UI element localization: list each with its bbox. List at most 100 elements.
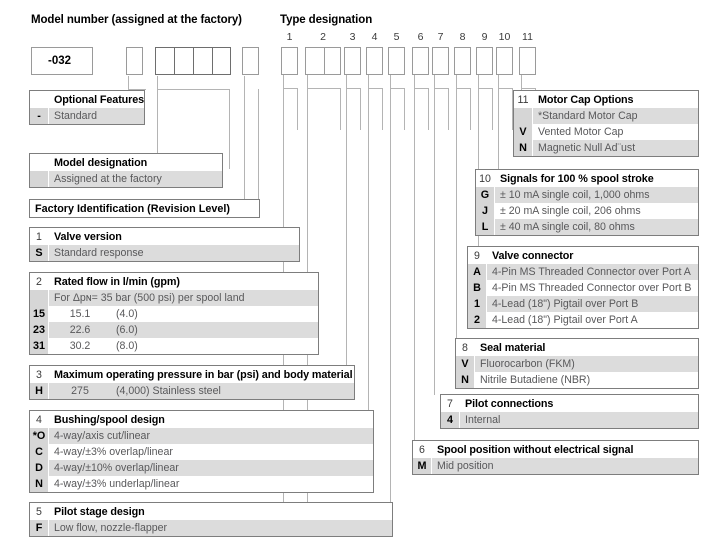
row-code: H bbox=[30, 383, 49, 399]
leader-line bbox=[512, 88, 513, 130]
leader-line bbox=[470, 88, 471, 130]
table-row[interactable]: 1 4-Lead (18") Pigtail over Port B bbox=[468, 296, 698, 312]
table-title: Pilot connections bbox=[460, 395, 698, 412]
table-title: Valve connector bbox=[487, 247, 698, 264]
row-value: 4-way/±10% overlap/linear bbox=[49, 460, 373, 476]
leader-line bbox=[128, 89, 146, 90]
table-row[interactable]: J ± 20 mA single coil, 206 ohms bbox=[476, 203, 698, 219]
row-code: L bbox=[476, 219, 495, 235]
table-row: Model designation bbox=[30, 154, 222, 171]
table-row: 11 Motor Cap Options bbox=[514, 91, 698, 108]
leader-line bbox=[346, 88, 360, 89]
row-code: C bbox=[30, 444, 49, 460]
leader-line bbox=[390, 88, 404, 89]
type-designation-box-5[interactable] bbox=[388, 47, 405, 75]
table-row[interactable]: H 275 (4,000) Stainless steel bbox=[30, 383, 354, 399]
row-code: N bbox=[30, 476, 49, 492]
table-row[interactable]: A 4-Pin MS Threaded Connector over Port … bbox=[468, 264, 698, 280]
table-row[interactable]: 4 Internal bbox=[441, 412, 698, 428]
table-row[interactable]: Assigned at the factory bbox=[30, 171, 222, 187]
value-imperial: (6.0) bbox=[116, 324, 138, 336]
model-number-box-code[interactable] bbox=[31, 47, 93, 75]
page-title-model-number: Model number (assigned at the factory) bbox=[31, 14, 242, 26]
type-designation-box-7[interactable] bbox=[432, 47, 449, 75]
row-values: 275 (4,000) Stainless steel bbox=[49, 383, 354, 399]
table-row: 1 Valve version bbox=[30, 228, 299, 245]
row-number: 2 bbox=[30, 273, 49, 290]
table-row[interactable]: S Standard response bbox=[30, 245, 299, 261]
table-row[interactable]: *O 4-way/axis cut/linear bbox=[30, 428, 373, 444]
leader-line bbox=[157, 89, 230, 90]
table-row: 9 Valve connector bbox=[468, 247, 698, 264]
row-number: 11 bbox=[514, 91, 533, 108]
row-number: 4 bbox=[30, 411, 49, 428]
table-row[interactable]: 15 15.1 (4.0) bbox=[30, 306, 318, 322]
table-row[interactable]: B 4-Pin MS Threaded Connector over Port … bbox=[468, 280, 698, 296]
row-value: Standard response bbox=[49, 245, 299, 261]
table-row[interactable]: N Nitrile Butadiene (NBR) bbox=[456, 372, 698, 388]
table-row[interactable]: F Low flow, nozzle-flapper bbox=[30, 520, 392, 536]
type-designation-number-7: 7 bbox=[437, 31, 444, 43]
model-number-box-factory-identification[interactable] bbox=[242, 47, 259, 75]
row-code: V bbox=[456, 356, 475, 372]
type-designation-number-8: 8 bbox=[459, 31, 466, 43]
table-row: 3 Maximum operating pressure in bar (psi… bbox=[30, 366, 354, 383]
leader-line bbox=[157, 76, 158, 154]
leader-line bbox=[492, 88, 493, 130]
model-number-box-model-designation[interactable] bbox=[155, 47, 231, 75]
leader-line bbox=[382, 88, 383, 130]
table-row: 4 Bushing/spool design bbox=[30, 411, 373, 428]
value-imperial: (8.0) bbox=[116, 340, 138, 352]
row-value: 4-Pin MS Threaded Connector over Port B bbox=[487, 280, 698, 296]
page-title-type-designation: Type designation bbox=[280, 14, 373, 26]
table-row[interactable]: N 4-way/±3% underlap/linear bbox=[30, 476, 373, 492]
model-number-box-optional-features[interactable] bbox=[126, 47, 143, 75]
type-designation-box-11[interactable] bbox=[519, 47, 536, 75]
table-title: Optional Features bbox=[49, 91, 144, 108]
leader-line bbox=[128, 76, 129, 90]
table-row[interactable]: N Magnetic Null Ad¨ust bbox=[514, 140, 698, 156]
type-designation-number-2: 2 bbox=[320, 31, 326, 43]
row-value: Vented Motor Cap bbox=[533, 124, 698, 140]
table-row[interactable]: V Fluorocarbon (FKM) bbox=[456, 356, 698, 372]
row-code: 23 bbox=[30, 322, 49, 338]
type-designation-box-9[interactable] bbox=[476, 47, 493, 75]
table-row[interactable]: M Mid position bbox=[413, 458, 698, 474]
table-row[interactable]: 23 22.6 (6.0) bbox=[30, 322, 318, 338]
leader-line bbox=[258, 89, 259, 201]
table-row[interactable]: 31 30.2 (8.0) bbox=[30, 338, 318, 354]
table-row[interactable]: C 4-way/±3% overlap/linear bbox=[30, 444, 373, 460]
leader-line bbox=[307, 88, 340, 89]
table-title: Pilot stage design bbox=[49, 503, 392, 520]
type-designation-number-4: 4 bbox=[371, 31, 378, 43]
table-row[interactable]: D 4-way/±10% overlap/linear bbox=[30, 460, 373, 476]
leader-line bbox=[283, 88, 297, 89]
table-row[interactable]: *Standard Motor Cap bbox=[514, 108, 698, 124]
row-value: Internal bbox=[460, 412, 698, 428]
row-number: 3 bbox=[30, 366, 49, 383]
table-title: Maximum operating pressure in bar (psi) … bbox=[49, 366, 354, 383]
type-designation-box-4[interactable] bbox=[366, 47, 383, 75]
table-row[interactable]: - Standard bbox=[30, 108, 144, 124]
table-row[interactable]: 2 4-Lead (18") Pigtail over Port A bbox=[468, 312, 698, 328]
row-code: - bbox=[30, 108, 49, 124]
type-designation-box-10[interactable] bbox=[496, 47, 513, 75]
row-values: 22.6 (6.0) bbox=[49, 322, 318, 338]
type-designation-box-6[interactable] bbox=[412, 47, 429, 75]
table-row[interactable]: G ± 10 mA single coil, 1,000 ohms bbox=[476, 187, 698, 203]
type-designation-number-9: 9 bbox=[481, 31, 488, 43]
table-row[interactable]: L ± 40 mA single coil, 80 ohms bbox=[476, 219, 698, 235]
type-designation-box-2[interactable] bbox=[305, 47, 341, 75]
row-code: *O bbox=[30, 428, 49, 444]
leader-line bbox=[448, 88, 449, 130]
table-row[interactable]: V Vented Motor Cap bbox=[514, 124, 698, 140]
type-designation-box-8[interactable] bbox=[454, 47, 471, 75]
row-values: 30.2 (8.0) bbox=[49, 338, 318, 354]
row-number bbox=[30, 91, 49, 108]
type-designation-box-1[interactable] bbox=[281, 47, 298, 75]
type-designation-number-10: 10 bbox=[498, 31, 511, 43]
type-designation-box-3[interactable] bbox=[344, 47, 361, 75]
row-value: 4-Lead (18") Pigtail over Port A bbox=[487, 312, 698, 328]
table-max-operating-pressure: 3 Maximum operating pressure in bar (psi… bbox=[29, 365, 355, 400]
row-value: Nitrile Butadiene (NBR) bbox=[475, 372, 698, 388]
